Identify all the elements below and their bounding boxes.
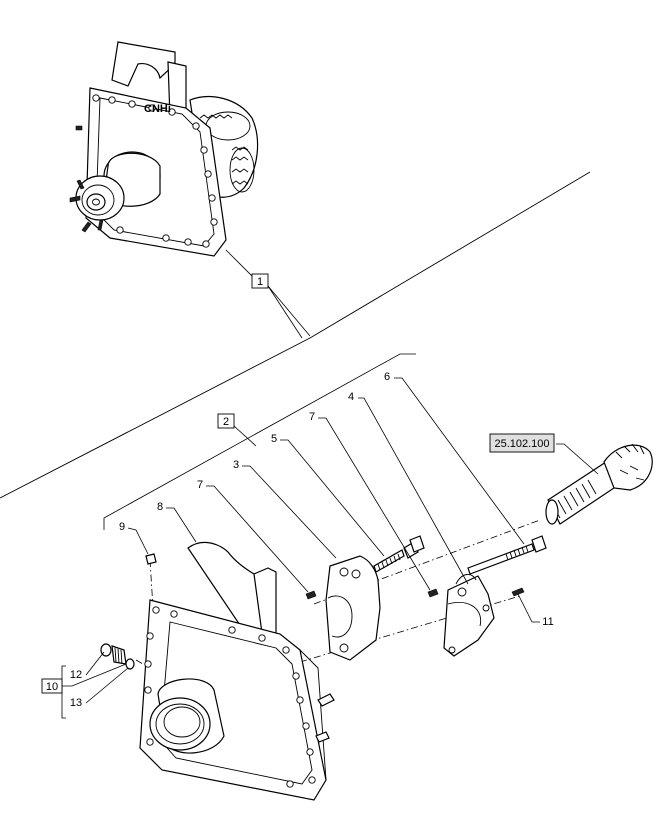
pinion-shaft-reference: [545, 443, 653, 525]
callout-11-label: 11: [542, 616, 553, 628]
bearing-cap-part-4: [443, 574, 495, 657]
plug-parts-12-13: [100, 643, 135, 670]
callout-2-label: 2: [223, 416, 229, 428]
callout-1-label: 1: [257, 276, 263, 288]
brand-logo-text: CNHi: [144, 103, 171, 115]
housing-part-8: [139, 541, 335, 801]
dowel-part-7-left: [305, 590, 317, 600]
screw-part-11: [511, 587, 525, 597]
callout-3-label: 3: [233, 459, 239, 471]
callout-5-label: 5: [271, 433, 277, 445]
callout-10-label: 10: [46, 681, 58, 693]
bearing-cap-part-3: [325, 555, 381, 661]
separator-line: [0, 171, 591, 499]
dowel-part-7-right: [427, 588, 439, 598]
reference-callout[interactable]: 25.102.100: [489, 433, 599, 475]
callout-6-label: 6: [384, 371, 390, 383]
callout-7-left-label: 7: [197, 479, 203, 491]
reference-label: 25.102.100: [494, 438, 549, 450]
assembly-axis-plug: [135, 659, 151, 669]
callout-13-label: 13: [70, 697, 82, 709]
callout-9-label: 9: [119, 521, 125, 533]
stud-part-5: [373, 535, 425, 573]
bolt-part-6: [467, 535, 547, 575]
assembled-axle-housing: CNHi: [69, 41, 259, 257]
callout-2: 2: [103, 353, 416, 530]
callout-12-label: 12: [70, 669, 82, 681]
callout-8-label: 8: [157, 501, 163, 513]
callout-7-right-label: 7: [309, 411, 315, 423]
callout-1: 1: [225, 249, 311, 339]
pin-part-9: [145, 553, 157, 565]
callout-4-label: 4: [348, 391, 354, 403]
